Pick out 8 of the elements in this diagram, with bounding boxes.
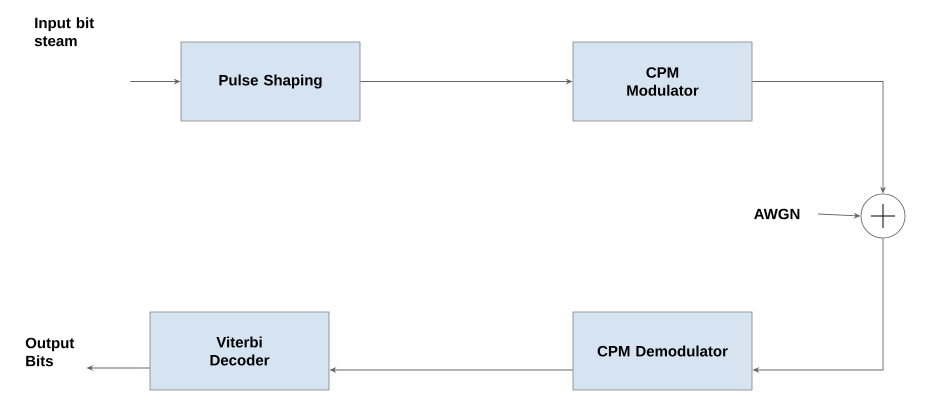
process-box: Pulse Shaping [180,42,360,122]
label: Output Bits [26,338,74,366]
process-box: CPM Modulator [572,42,752,122]
process-box: CPM Demodulator [572,312,752,390]
summing-junction [860,194,906,238]
process-box: Viterbi Decoder [150,312,330,390]
label: Input bit steam [34,17,94,46]
label: AWGN [754,208,800,220]
